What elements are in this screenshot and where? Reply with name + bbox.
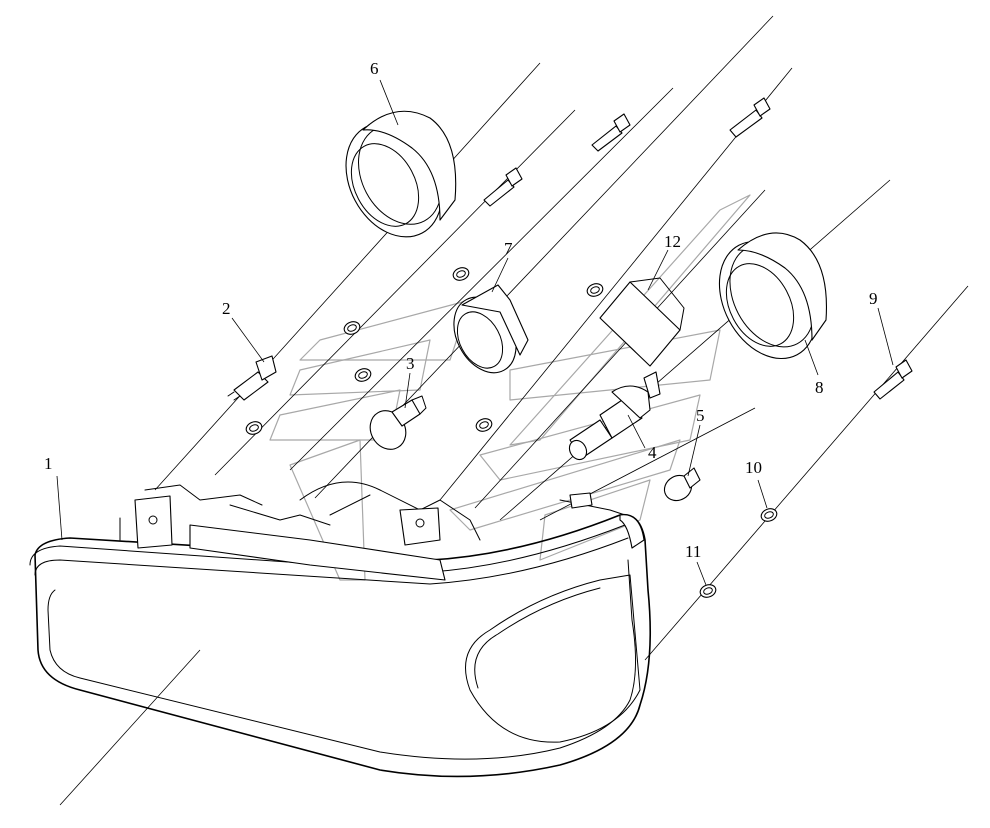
bulb-3 — [369, 395, 427, 450]
screw-b — [591, 113, 631, 152]
callout-4: 4 — [648, 443, 657, 462]
callout-5: 5 — [696, 406, 705, 425]
callout-9: 9 — [869, 289, 878, 308]
bulb-holder-7 — [453, 284, 529, 374]
bulb-4 — [568, 371, 661, 461]
screw-a — [483, 167, 523, 207]
leader-lines — [56, 79, 894, 586]
reflector-ring-8 — [718, 232, 828, 360]
screws — [483, 97, 913, 400]
headlamp-housing — [29, 481, 651, 778]
callout-labels: 1 2 3 4 5 6 7 8 9 10 11 12 — [44, 59, 878, 561]
screw-c — [729, 97, 771, 138]
bulb-2 — [227, 355, 277, 401]
callout-2: 2 — [222, 299, 231, 318]
callout-12: 12 — [664, 232, 681, 251]
washers — [245, 267, 778, 598]
bulb-5 — [663, 467, 701, 502]
callout-11: 11 — [685, 542, 701, 561]
callout-3: 3 — [406, 354, 415, 373]
callout-10: 10 — [745, 458, 762, 477]
callout-6: 6 — [370, 59, 379, 78]
cover-12 — [599, 277, 685, 367]
callout-8: 8 — [815, 378, 824, 397]
screw-9 — [873, 359, 913, 400]
assembly-lines — [59, 15, 969, 806]
callout-7: 7 — [504, 239, 513, 258]
reflector-ring-6 — [345, 110, 457, 238]
callout-1: 1 — [44, 454, 53, 473]
